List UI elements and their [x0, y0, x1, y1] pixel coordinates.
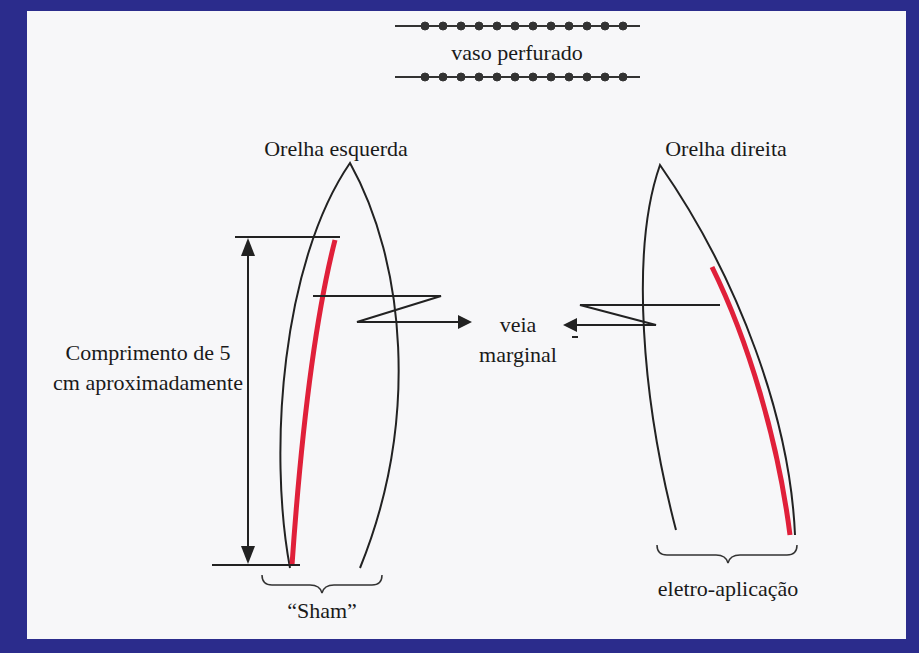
perforation-dot — [601, 22, 609, 30]
perforation-dot — [511, 22, 519, 30]
perforation-dot — [529, 73, 537, 81]
perforation-dot — [457, 73, 465, 81]
perforation-dot — [421, 73, 429, 81]
ear-label: Orelha direita — [626, 134, 826, 164]
perforation-dot — [619, 73, 627, 81]
dimension-arrow — [212, 237, 340, 565]
perforation-dot — [493, 22, 501, 30]
perforation-dot — [511, 73, 519, 81]
perforation-dot — [493, 73, 501, 81]
dimension-label: Comprimento de 5 cm aproximadamente — [53, 338, 243, 398]
perforation-dot — [475, 73, 483, 81]
perforation-dot — [421, 22, 429, 30]
perforation-dot — [583, 73, 591, 81]
vessel-label: vaso perfurado — [417, 38, 617, 68]
panel — [27, 11, 906, 639]
perforation-dot — [601, 73, 609, 81]
vein-label: veia marginal — [463, 310, 573, 370]
perforation-dot — [529, 22, 537, 30]
group-label: eletro-aplicação — [628, 574, 828, 604]
perforated-vessel — [395, 22, 640, 81]
perforation-dot — [457, 22, 465, 30]
perforation-dot — [565, 22, 573, 30]
perforation-dot — [439, 73, 447, 81]
perforation-dot — [583, 22, 591, 30]
perforation-dot — [565, 73, 573, 81]
perforation-dot — [439, 22, 447, 30]
group-label: “Sham” — [252, 596, 392, 626]
right-ear — [643, 165, 795, 535]
ear-label: Orelha esquerda — [236, 134, 436, 164]
perforation-dot — [619, 22, 627, 30]
perforation-dot — [547, 73, 555, 81]
perforation-dot — [547, 22, 555, 30]
left-ear — [280, 163, 398, 568]
perforation-dot — [475, 22, 483, 30]
